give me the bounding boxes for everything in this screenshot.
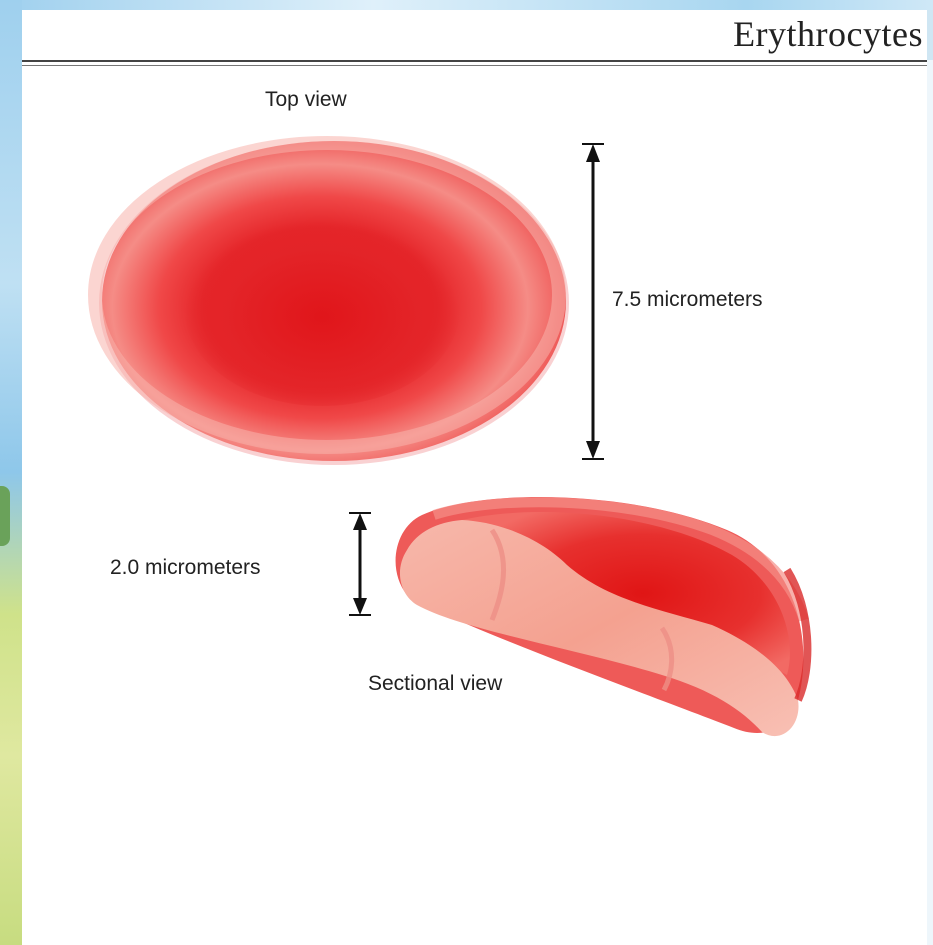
slide-background-top — [0, 0, 933, 10]
sectional-view-cell — [396, 497, 808, 736]
thickness-dimension-arrow — [349, 513, 371, 615]
slide-decoration — [0, 486, 10, 546]
figure-page: Erythrocytes — [22, 10, 927, 945]
thickness-label: 2.0 micrometers — [110, 556, 261, 580]
top-view-cell — [95, 141, 569, 465]
sectional-view-label: Sectional view — [368, 672, 502, 696]
slide-background-left — [0, 0, 22, 945]
erythrocyte-diagram — [22, 10, 927, 945]
top-view-label: Top view — [265, 88, 347, 112]
diameter-dimension-arrow — [582, 144, 604, 459]
slide-background-right — [927, 60, 933, 945]
diameter-label: 7.5 micrometers — [612, 288, 763, 312]
